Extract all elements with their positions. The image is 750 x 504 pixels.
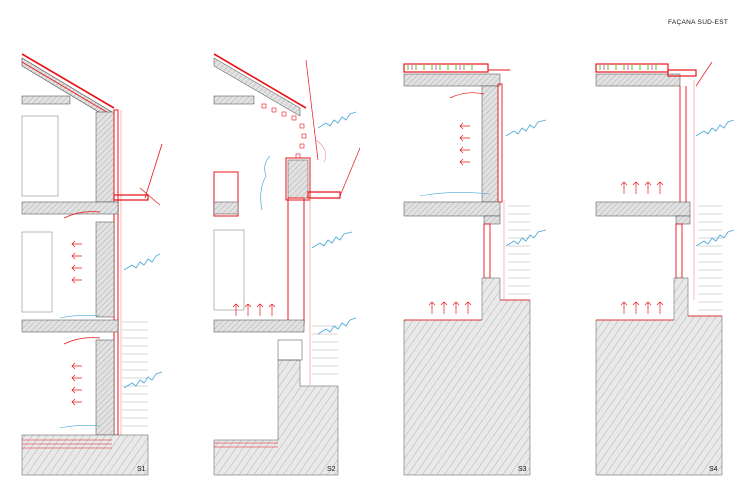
section-s2: S2 <box>213 53 361 476</box>
drawing-title: FAÇANA SUD-EST <box>668 19 729 26</box>
air-flow-icon <box>63 211 101 219</box>
section-s1: S1 <box>21 53 163 476</box>
section-label-s1: S1 <box>137 466 146 473</box>
section-label-s4: S4 <box>709 466 718 473</box>
section-label-s2: S2 <box>327 466 336 473</box>
heat-arrow-icon <box>71 240 82 406</box>
sun-ray-icon <box>144 143 163 199</box>
section-s4: S4 <box>595 61 735 476</box>
section-s3: S3 <box>403 63 547 476</box>
wind-icon <box>123 253 161 271</box>
section-label-s3: S3 <box>518 466 527 473</box>
